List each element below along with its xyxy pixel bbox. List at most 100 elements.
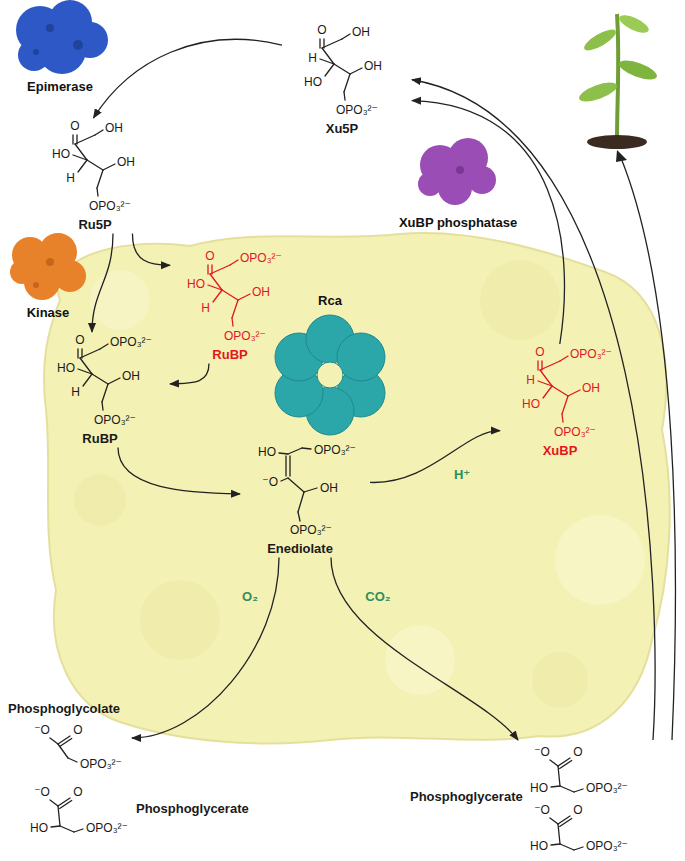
bond-line [213, 290, 222, 302]
atom-label: OPO₃²⁻ [240, 251, 282, 265]
atom-label: O [535, 345, 544, 359]
bond-line [558, 816, 570, 824]
atom-label: O [70, 119, 79, 133]
atom-label: H [71, 385, 80, 399]
structure-bonds [282, 22, 412, 136]
atom-label: ⁻O [534, 745, 550, 759]
bond-line [344, 74, 350, 92]
epimerase-protein [16, 0, 108, 74]
plant-arrow [616, 150, 675, 740]
bond-line [74, 829, 83, 832]
bond-line [550, 760, 558, 766]
reaction-arrow [170, 364, 209, 384]
atom-label: OH [352, 25, 370, 39]
bond-line [232, 300, 238, 318]
bond-line [60, 739, 72, 747]
structure-bonds [170, 248, 300, 362]
atom-label: HO [52, 147, 70, 161]
molecule-name: RuBP [82, 431, 117, 446]
bond-line [288, 448, 302, 454]
molecule-name: Phosphoglycerate [136, 801, 249, 816]
bond-line [574, 789, 583, 792]
rca-hexamer-part [317, 362, 343, 388]
bond-line [281, 478, 288, 481]
bond-line [230, 260, 238, 265]
atom-label: OPO₃²⁻ [86, 821, 128, 835]
epimerase-protein-part [18, 39, 50, 71]
atom-label: HO [187, 277, 205, 291]
reaction-arrow [132, 558, 279, 739]
rubisco-surface-part [140, 580, 220, 660]
atom-label: OPO₃²⁻ [89, 199, 131, 213]
reaction-arrow [370, 431, 500, 483]
bond-line [298, 492, 304, 512]
bond-line [50, 800, 58, 806]
structure-bonds [35, 118, 165, 232]
bond-line [78, 369, 92, 374]
reaction-arrow [94, 39, 283, 118]
atom-label: ⁻O [534, 803, 550, 817]
bond-line [540, 361, 560, 370]
atom-label: OPO₃²⁻ [94, 413, 136, 427]
molecule: Phosphoglycerate⁻OOHOOPO₃²⁻ [8, 782, 258, 840]
plant [577, 12, 659, 149]
reactant-label: O₂ [242, 589, 258, 604]
bond-line [304, 488, 317, 492]
bond-line [75, 135, 95, 144]
atom-label: OPO₃²⁻ [336, 103, 378, 117]
plant-part [581, 26, 618, 54]
bond-line [97, 170, 103, 188]
bond-line [102, 402, 103, 410]
bond-line [558, 758, 570, 766]
plant-part [577, 79, 619, 106]
atom-label: O [75, 333, 84, 347]
molecule: Xu5POOHHHOOHOPO₃²⁻ [282, 22, 412, 138]
plant-arrow-part [616, 150, 627, 162]
bond-line [568, 390, 580, 396]
molecule: Phosphoglycerate⁻OOHOOPO₃²⁻⁻OOHOOPO₃²⁻ [410, 740, 680, 856]
bond-line [288, 478, 304, 492]
bond-line [58, 744, 68, 758]
rubisco-surface-part [90, 270, 150, 330]
atom-label: OPO₃²⁻ [586, 781, 628, 795]
molecule: EnediolateHOOPO₃²⁻⁻OOHOPO₃²⁻ [240, 442, 370, 558]
enzyme-label: XuBP phosphatase [399, 215, 517, 230]
phosphatase-protein-part [418, 172, 442, 196]
plant-part [617, 14, 618, 140]
bond-line [550, 818, 558, 824]
atom-label: O [317, 23, 326, 37]
bond-line [208, 285, 222, 290]
bond-line [50, 738, 58, 744]
bond-line [108, 378, 120, 384]
bond-line [334, 64, 350, 74]
bond-line [78, 160, 87, 172]
bond-line [538, 381, 552, 386]
atom-label: OH [364, 59, 382, 73]
bond-line [551, 786, 560, 787]
rubisco-surface-part [555, 515, 645, 605]
plant-part [617, 12, 651, 36]
bond-line [558, 766, 560, 786]
bond-line [298, 512, 300, 521]
bond-line [77, 349, 78, 358]
atom-label: OH [320, 481, 338, 495]
atom-label: OH [122, 369, 140, 383]
bond-line [210, 265, 230, 274]
kinase-protein [10, 233, 86, 300]
enzyme-label: Rca [318, 293, 342, 308]
phosphatase-protein [418, 138, 496, 205]
bond-line [319, 39, 320, 48]
bond-line [238, 294, 250, 300]
atom-label: O [573, 745, 582, 759]
molecule: Ru5POOHHOHOHOPO₃²⁻ [35, 118, 165, 234]
bond-line [543, 386, 552, 398]
rubisco-surface-part [480, 260, 560, 340]
molecule: Phosphoglycolate⁻OOOPO₃²⁻ [8, 700, 132, 776]
molecule-name: Ru5P [78, 217, 111, 232]
rca-hexamer [275, 315, 385, 435]
atom-label: OPO₃²⁻ [110, 335, 152, 349]
molecule-name: Xu5P [326, 121, 359, 136]
rubisco-surface-part [385, 625, 455, 695]
atom-label: OPO₃²⁻ [554, 425, 596, 439]
